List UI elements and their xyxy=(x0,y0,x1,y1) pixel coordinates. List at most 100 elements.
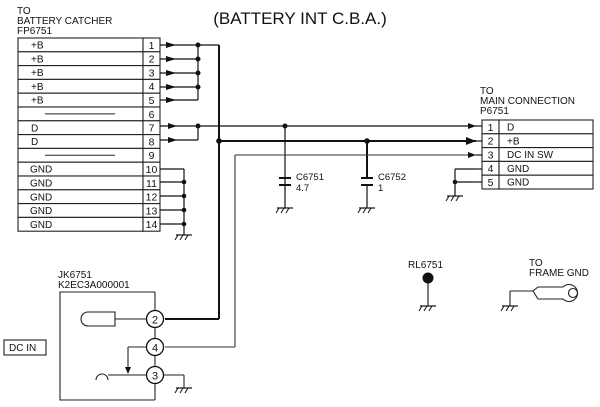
wire-plusb-main xyxy=(165,45,476,320)
dc-in-label: DC IN xyxy=(9,343,36,354)
arrow-pin2-right xyxy=(466,137,476,145)
ground-icon xyxy=(418,305,436,312)
left-pin-number: 1 xyxy=(149,40,155,52)
junction-dot xyxy=(195,123,201,129)
right-pin-number: 5 xyxy=(488,177,494,189)
wire-d xyxy=(160,125,476,178)
junction-dot xyxy=(282,123,288,129)
left-pin-name: GND xyxy=(30,179,52,190)
left-pin-number: 9 xyxy=(149,150,155,162)
svg-text:2: 2 xyxy=(152,315,158,327)
left-pin-number: 12 xyxy=(146,192,158,204)
left-pin-name: D xyxy=(31,137,38,148)
left-pin-row: +B 4 xyxy=(17,78,161,94)
left-pin-name: +B xyxy=(31,54,44,65)
jack-pin-4: 4 xyxy=(145,337,165,357)
junction-dots xyxy=(181,179,187,227)
right-pin-name: D xyxy=(507,123,514,134)
right-pin-row: 5 GND xyxy=(481,174,594,190)
c6751-value: 4.7 xyxy=(296,183,309,194)
right-pin-name: +B xyxy=(507,136,520,147)
right-pin-number: 4 xyxy=(488,163,494,175)
rl-ref: RL6751 xyxy=(408,260,443,271)
jack-part: K2EC3A000001 xyxy=(58,280,130,291)
left-pin-name: GND xyxy=(30,165,52,176)
ground-icon xyxy=(445,195,463,202)
left-pin-name: +B xyxy=(31,82,44,93)
left-pin-row: 6 xyxy=(17,106,161,122)
right-pin-name: GND xyxy=(507,178,529,189)
left-pin-name: GND xyxy=(30,192,52,203)
c6751-ref: C6751 xyxy=(296,172,324,183)
wire-right-gnd xyxy=(454,168,476,196)
right-pin-name: DC IN SW xyxy=(507,150,554,161)
junction-dot xyxy=(216,138,222,144)
diagram-title: (BATTERY INT C.B.A.) xyxy=(213,9,387,28)
right-ref-label: P6751 xyxy=(480,106,509,117)
left-pin-number: 11 xyxy=(146,178,157,190)
left-pin-row: +B 2 xyxy=(17,51,161,67)
capacitor-c6752 xyxy=(357,177,375,214)
left-pin-name: GND xyxy=(30,206,52,217)
left-pin-number: 6 xyxy=(149,109,155,121)
junction-dot xyxy=(452,179,458,185)
frame-gnd-lug-icon xyxy=(509,283,579,306)
left-pin-number: 14 xyxy=(146,219,158,231)
left-pin-name: D xyxy=(31,123,38,134)
right-pin-number: 3 xyxy=(488,149,494,161)
left-pin-number: 4 xyxy=(149,81,155,93)
right-pin-name: GND xyxy=(507,164,529,175)
left-pin-row: 9 xyxy=(17,147,161,163)
ground-icon xyxy=(357,207,375,214)
left-pin-number: 7 xyxy=(149,123,155,135)
right-pin-row: 3 DC IN SW xyxy=(481,147,594,162)
wire-dc-in-sw xyxy=(165,154,476,348)
left-pin-row: GND 13 xyxy=(17,203,161,218)
right-dest-label: MAIN CONNECTION xyxy=(480,96,575,107)
jack-pin-3: 3 xyxy=(145,365,165,385)
c6752-ref: C6752 xyxy=(378,172,406,183)
svg-text:3: 3 xyxy=(152,371,158,383)
left-pin-name: +B xyxy=(31,41,44,52)
left-pin-name: +B xyxy=(31,96,44,107)
wire-left-gnd xyxy=(160,168,185,235)
right-to-label: TO xyxy=(480,86,494,97)
left-pin-row: +B 5 xyxy=(17,92,161,108)
jack-plug-icon xyxy=(80,311,116,327)
left-dest-label: BATTERY CATCHER xyxy=(17,16,112,27)
arrow-pin1-right xyxy=(468,123,476,129)
left-pin-number: 5 xyxy=(149,95,155,107)
ground-icon xyxy=(500,305,518,312)
right-pin-row: 2+B xyxy=(481,133,594,149)
left-pin-row: GND 12 xyxy=(17,189,161,205)
junction-dot xyxy=(364,138,370,144)
right-pin-row: 4 GND xyxy=(481,160,594,176)
left-to-label: TO xyxy=(17,6,31,17)
ground-icon xyxy=(275,207,293,214)
left-pin-name: GND xyxy=(30,220,52,231)
test-point-icon xyxy=(422,272,434,284)
left-pin-number: 2 xyxy=(149,54,155,66)
switch-arrow-icon xyxy=(125,367,131,374)
left-pin-number: 8 xyxy=(149,136,155,148)
frame-gnd-label: FRAME GND xyxy=(529,268,589,279)
jack-jk6751 xyxy=(59,291,185,401)
jack-pin-2: 2 xyxy=(145,309,165,329)
ground-icon xyxy=(174,234,192,241)
left-pin-number: 3 xyxy=(149,67,155,79)
jack-ref: JK6751 xyxy=(58,270,92,281)
svg-text:4: 4 xyxy=(152,343,158,355)
left-pin-name: +B xyxy=(31,68,44,79)
left-pin-row: +B 1 xyxy=(17,37,161,53)
left-pin-row: +B 3 xyxy=(17,65,161,80)
arrow-markers xyxy=(166,42,201,143)
dc-in-box xyxy=(3,339,47,356)
left-pin-number: 13 xyxy=(146,205,158,217)
